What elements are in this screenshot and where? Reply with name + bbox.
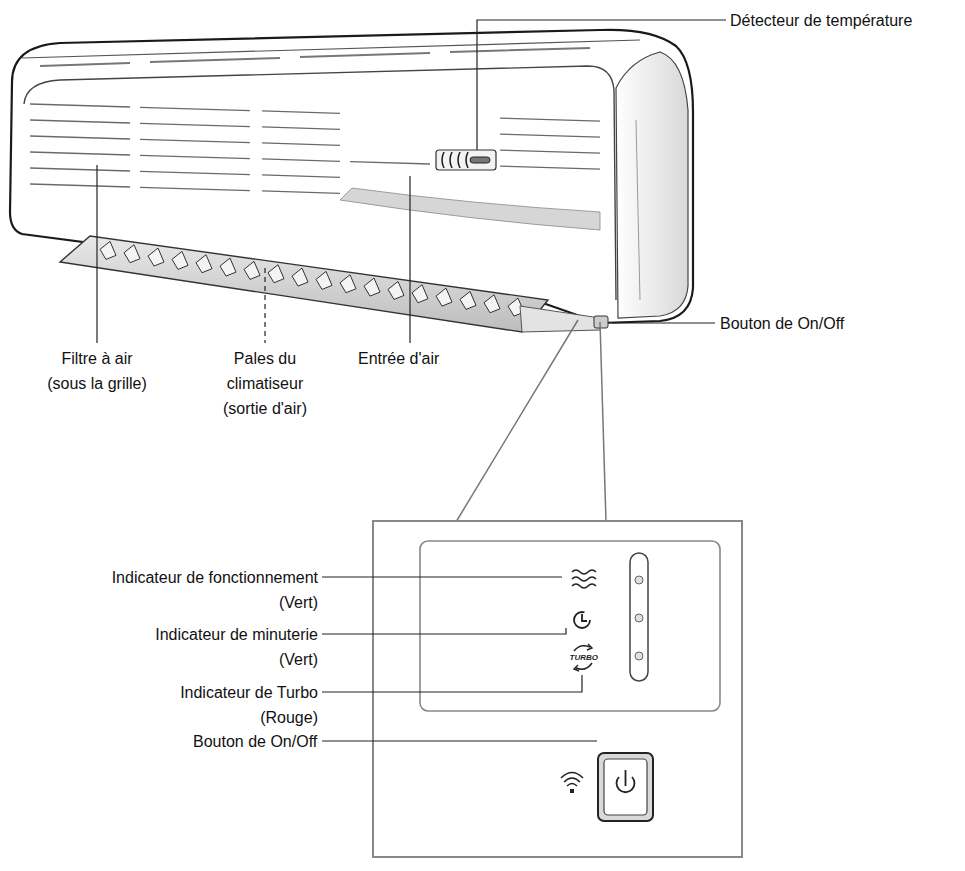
callout-label: Indicateur de fonctionnement (Vert) xyxy=(108,565,318,615)
louver-blade xyxy=(196,255,212,273)
vent-line xyxy=(500,134,600,137)
callout-label: Indicateur de Turbo (Rouge) xyxy=(176,680,318,730)
callout-label: Indicateur de minuterie (Vert) xyxy=(152,622,318,672)
louver-blade xyxy=(412,285,428,303)
louver-blade xyxy=(460,291,476,309)
vent-line xyxy=(140,123,250,126)
vent-line xyxy=(140,187,250,190)
vent-line xyxy=(262,127,340,129)
louver-blade xyxy=(436,288,452,306)
vent-line xyxy=(262,159,340,161)
louver-blade xyxy=(292,268,308,286)
icon-text: TURBO xyxy=(570,653,598,662)
callout-label: Entrée d'air xyxy=(358,346,439,371)
louver-blade xyxy=(484,295,500,313)
vent-line xyxy=(350,162,430,164)
louver-blade xyxy=(364,278,380,296)
vent-line xyxy=(500,166,600,169)
louver-blade xyxy=(340,275,356,293)
vent-line xyxy=(262,175,340,177)
louver-blade xyxy=(220,258,236,276)
louver-blade xyxy=(316,271,332,289)
vent-line xyxy=(30,104,130,107)
callout-label: Détecteur de température xyxy=(730,8,912,33)
vent-line xyxy=(140,107,250,110)
callout-label: Bouton de On/Off xyxy=(720,311,844,336)
vent-line xyxy=(262,191,340,193)
callout-label: Filtre à air (sous la grille) xyxy=(46,346,149,396)
vent-line xyxy=(140,171,250,174)
vent-line xyxy=(30,120,130,123)
louver-blade xyxy=(124,245,140,263)
vent-line xyxy=(500,118,600,121)
temperature-sensor xyxy=(436,150,496,170)
vent-line xyxy=(500,150,600,153)
vent-line xyxy=(262,111,340,113)
callout-label: Pales du climatiseur (sortie d'air) xyxy=(222,346,309,421)
vent-line xyxy=(30,184,130,187)
vent-line xyxy=(262,143,340,145)
callout-label: Bouton de On/Off xyxy=(193,729,317,754)
vent-line xyxy=(30,168,130,171)
louver-blade xyxy=(268,265,284,283)
vent-line xyxy=(30,136,130,139)
vent-line xyxy=(140,155,250,158)
vent-line xyxy=(30,152,130,155)
louver-blade xyxy=(148,248,164,266)
louver-blade xyxy=(172,251,188,269)
louver-blade xyxy=(244,261,260,279)
vent-line xyxy=(140,139,250,142)
louver-blade xyxy=(388,281,404,299)
louver-blade xyxy=(100,241,116,259)
